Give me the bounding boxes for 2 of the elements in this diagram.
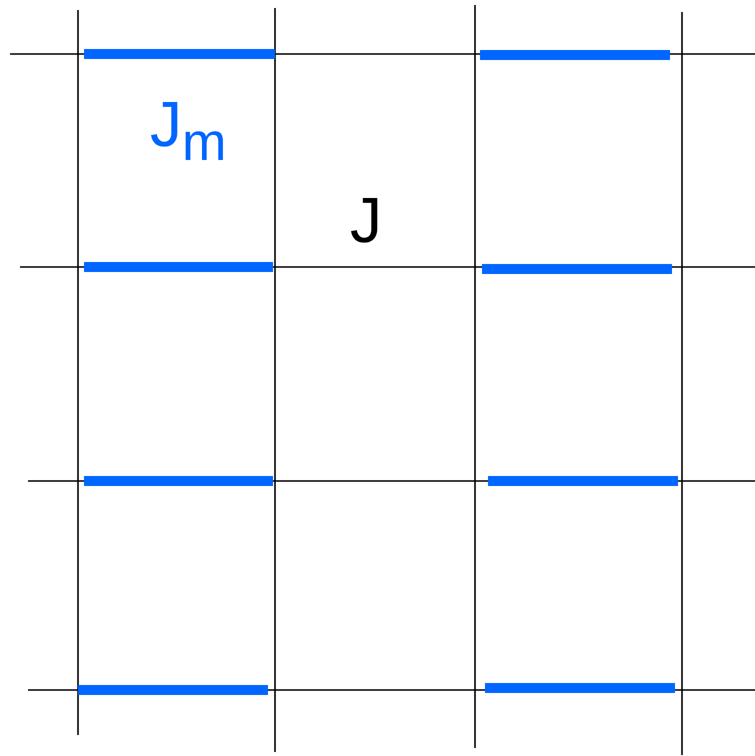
coupling-label: J	[350, 188, 382, 252]
coupling-label: J$_{m}$	[150, 92, 226, 170]
